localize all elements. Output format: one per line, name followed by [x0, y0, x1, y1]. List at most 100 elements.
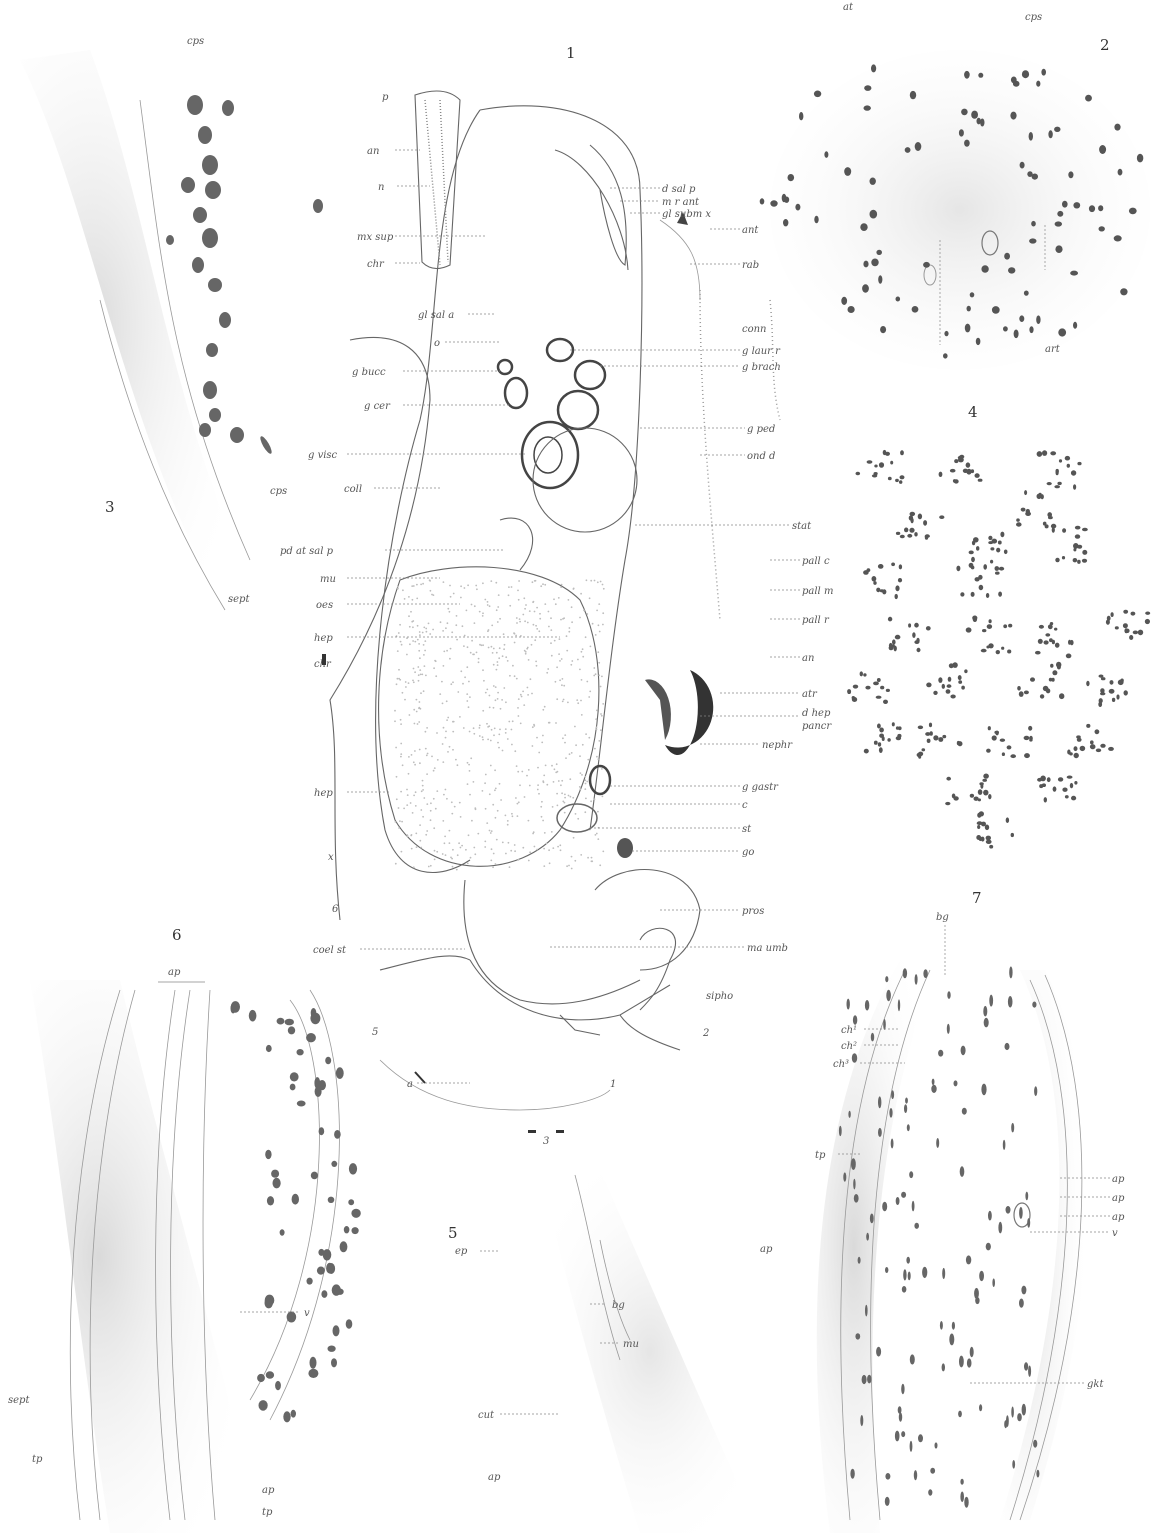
stipple-dot — [462, 625, 464, 627]
stipple-dot — [559, 679, 561, 681]
stipple-dot — [507, 820, 509, 822]
stipple-dot — [571, 856, 573, 858]
stipple-dot — [600, 713, 602, 715]
fig2-cell — [1029, 238, 1036, 243]
fig2-label-at: at — [843, 2, 854, 13]
stipple-dot — [511, 729, 513, 731]
stipple-dot — [490, 740, 492, 742]
fig7-cell — [942, 1363, 945, 1371]
stipple-dot — [497, 698, 499, 700]
fig7-cell — [1027, 1218, 1030, 1228]
stipple-dot — [408, 615, 410, 617]
fig7-cell — [1019, 1299, 1024, 1308]
fig4-cell — [910, 512, 916, 516]
stipple-dot — [599, 864, 601, 866]
stipple-dot — [509, 866, 511, 868]
fig4-cell — [1056, 469, 1059, 473]
fig4-cell — [874, 741, 878, 745]
stipple-dot — [445, 737, 447, 739]
figure-6-drawing — [30, 980, 361, 1533]
stipple-dot — [433, 827, 435, 829]
fig1-label-6: 6 — [332, 904, 339, 915]
stipple-dot — [552, 847, 554, 849]
stipple-dot — [419, 762, 421, 764]
fig2-cell — [1010, 112, 1016, 120]
stipple-dot — [418, 643, 420, 645]
fig4-cell — [892, 639, 896, 644]
stipple-dot — [571, 621, 573, 623]
stipple-dot — [434, 859, 436, 861]
fig4-cell — [1062, 528, 1066, 533]
stipple-dot — [538, 752, 540, 754]
stipple-dot — [568, 599, 570, 601]
stipple-dot — [478, 658, 480, 660]
fig4-cell — [1077, 545, 1082, 549]
stipple-dot — [497, 810, 499, 812]
fig1-label-an: an — [367, 146, 379, 157]
fig4-cell — [1074, 781, 1077, 785]
stipple-dot — [524, 650, 526, 652]
fig6-cell — [319, 1127, 325, 1135]
fig4-cell — [942, 684, 945, 689]
fig4-cell — [976, 835, 981, 840]
fig2-cell — [784, 197, 789, 203]
stipple-dot — [417, 639, 419, 641]
fig7-cell — [1034, 1086, 1037, 1096]
fig4-cell — [1090, 744, 1096, 749]
stipple-dot — [559, 844, 561, 846]
fig4-cell — [1001, 647, 1004, 650]
stipple-dot — [545, 765, 547, 767]
stipple-dot — [517, 771, 519, 773]
stipple-dot — [420, 584, 422, 586]
stipple-dot — [424, 650, 426, 652]
fig1-label-c: c — [742, 800, 748, 811]
fig7-cell — [905, 1098, 908, 1104]
fig4-cell — [1090, 740, 1094, 744]
stipple-dot — [560, 849, 562, 851]
stipple-dot — [512, 665, 514, 667]
stipple-dot — [449, 830, 451, 832]
stipple-dot — [600, 581, 602, 583]
fig7-cell — [898, 1406, 902, 1413]
stipple-dot — [585, 733, 587, 735]
stipple-dot — [544, 832, 546, 834]
fig6-cell — [231, 1001, 240, 1013]
stipple-dot — [596, 726, 598, 728]
stipple-dot — [525, 604, 527, 606]
stipple-dot — [466, 700, 468, 702]
fig4-cell — [1030, 677, 1035, 681]
stipple-dot — [410, 802, 412, 804]
fig4-cell — [888, 477, 892, 481]
fig2-cell — [1114, 235, 1122, 241]
stipple-dot — [398, 632, 400, 634]
stipple-dot — [424, 665, 426, 667]
fig6-cell — [317, 1267, 325, 1275]
fig2-cell — [965, 324, 971, 333]
stipple-dot — [489, 695, 491, 697]
stipple-dot — [528, 820, 530, 822]
stipple-dot — [443, 665, 445, 667]
stipple-dot — [412, 626, 414, 628]
fig1-label-sipho: sipho — [706, 991, 733, 1002]
fig4-cell — [1124, 690, 1128, 695]
fig4-cell — [922, 748, 926, 751]
fig7-cell — [914, 1223, 919, 1229]
stipple-dot — [460, 597, 462, 599]
fig7-cell — [865, 1305, 868, 1317]
fig4-cell — [958, 680, 962, 684]
fig4-cell — [1073, 558, 1078, 562]
stipple-dot — [409, 626, 411, 628]
fig4-cell — [1099, 675, 1104, 678]
stipple-dot — [486, 723, 488, 725]
fig4-cell — [1006, 817, 1009, 823]
fig4-cell — [1021, 508, 1026, 512]
stipple-dot — [508, 594, 510, 596]
stipple-dot — [474, 622, 476, 624]
figure-2-drawing — [760, 50, 1150, 370]
fig4-cell — [1110, 680, 1114, 685]
stipple-dot — [519, 784, 521, 786]
stipple-dot — [416, 846, 418, 848]
fig7-label-ch2: ch² — [841, 1041, 857, 1052]
fig2-cell — [871, 64, 876, 72]
stipple-dot — [557, 805, 559, 807]
